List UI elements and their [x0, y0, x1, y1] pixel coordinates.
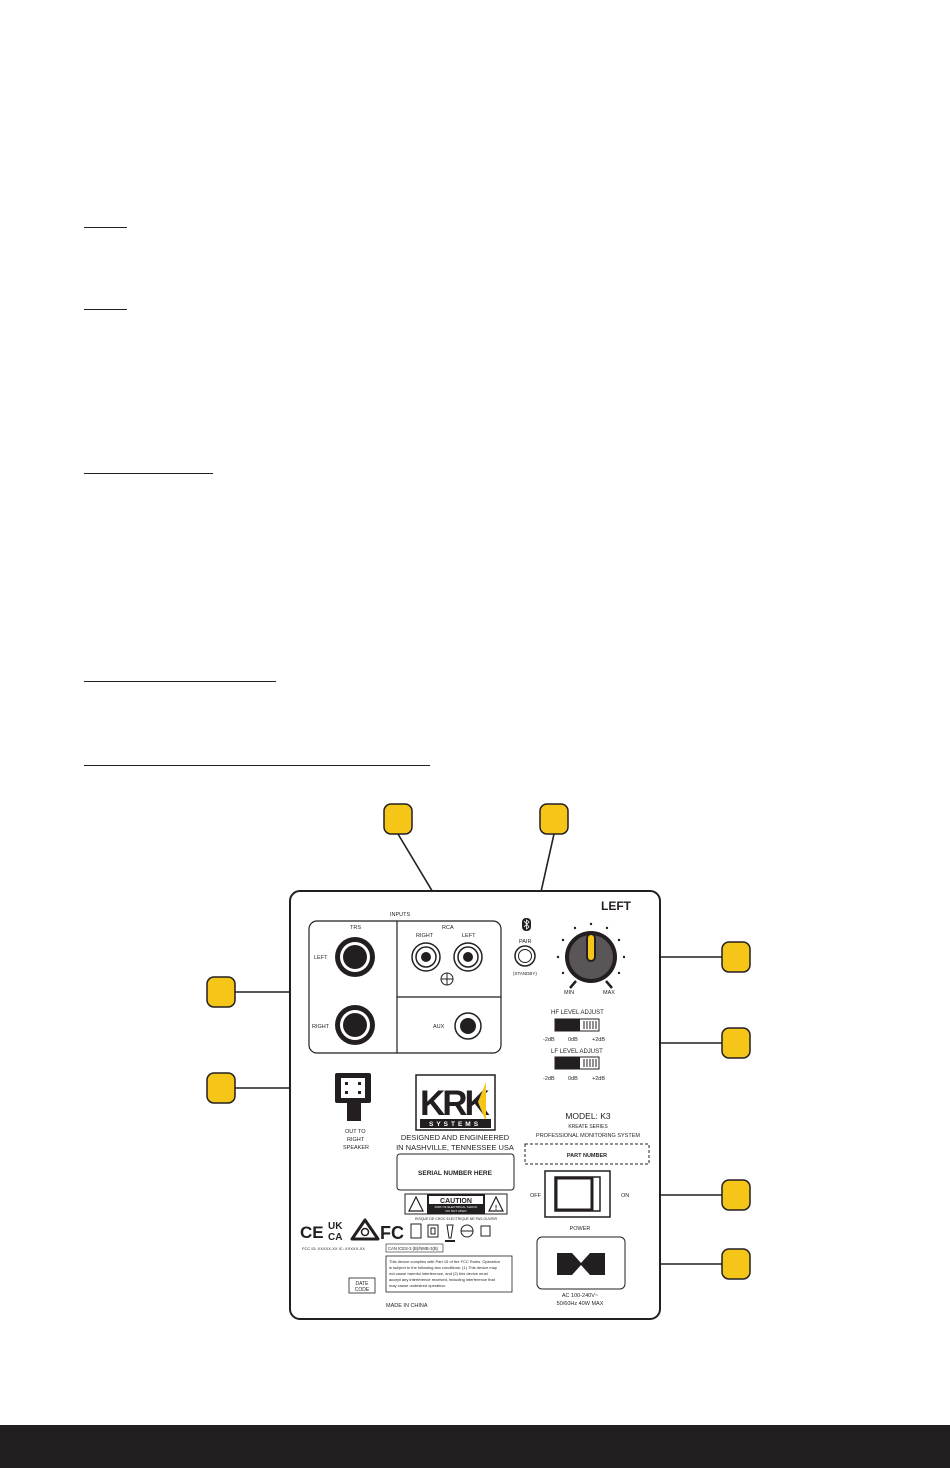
- section-rule-4: [84, 681, 276, 682]
- part-number: PART NUMBER: [567, 1153, 607, 1159]
- trs-label: TRS: [350, 925, 361, 931]
- rear-panel-diagram: LEFT INPUTS TRS RCA LEFT RIGHT RIGHT LEF…: [206, 803, 751, 1320]
- fcc-line: may cause undesired operation.: [389, 1283, 446, 1288]
- fcc-line: not cause harmful interference, and (2) …: [389, 1271, 489, 1276]
- knob-min-tick: [569, 980, 577, 989]
- serial-number: SERIAL NUMBER HERE: [418, 1170, 493, 1177]
- section-rule-2: [84, 309, 127, 310]
- lf-plus-label: +2dB: [592, 1076, 605, 1082]
- on-label: ON: [621, 1193, 629, 1199]
- ac-rating-line-2: 50/60Hz 40W MAX: [557, 1301, 604, 1307]
- knob-max-label: MAX: [603, 990, 615, 996]
- ukca-mark-top: UK: [328, 1221, 343, 1232]
- inputs-label: INPUTS: [390, 912, 411, 918]
- ce-mark: CE: [300, 1223, 324, 1242]
- standby-label: (STANDBY): [513, 971, 537, 976]
- callout-marker: [721, 1248, 751, 1280]
- caution-note: RISQUE DE CHOC ELECTRIQUE NE PAS OUVRIR: [415, 1217, 497, 1221]
- rca-right-jack: [411, 942, 441, 972]
- trs-right-jack: [335, 1005, 375, 1045]
- rca-left-label: LEFT: [462, 933, 476, 939]
- fcc-line: This device complies with Part 15 of the…: [389, 1259, 500, 1264]
- caution-label: !: [404, 1193, 508, 1215]
- date-code-box: [348, 1277, 376, 1294]
- caution-sub-2: DO NOT OPEN: [446, 1209, 467, 1213]
- fcc-line: is subject to the following two conditio…: [389, 1265, 497, 1270]
- bluetooth-icon: [522, 918, 531, 931]
- logo-systems-text: SYSTEMS: [429, 1121, 481, 1128]
- section-rule-5: [84, 765, 430, 766]
- callout-marker: [721, 1027, 751, 1059]
- knob-max-tick: [605, 980, 613, 989]
- trs-left-label: LEFT: [314, 955, 328, 961]
- part-number-box: [524, 1143, 650, 1165]
- designed-line-2: IN NASHVILLE, TENNESSEE USA: [396, 1143, 514, 1152]
- ukca-mark-bottom: CA: [328, 1232, 342, 1243]
- ac-power-inlet: [536, 1236, 626, 1290]
- can-ices-box: [385, 1243, 444, 1253]
- certification-icons: [410, 1223, 491, 1242]
- hf-level-switch: [554, 1018, 600, 1032]
- fcc-statement: This device complies with Part 15 of the…: [385, 1255, 513, 1293]
- power-switch: [544, 1170, 611, 1218]
- panel-side-label: LEFT: [601, 899, 632, 913]
- trs-right-label: RIGHT: [312, 1024, 330, 1030]
- out-label-line-2: RIGHT: [347, 1137, 365, 1143]
- fcc-line: accept any interference received, includ…: [389, 1277, 496, 1282]
- ground-icon: [440, 972, 454, 986]
- section-rule-1: [84, 227, 127, 228]
- callout-marker: [206, 976, 236, 1008]
- volume-scale-dots: [556, 922, 626, 975]
- fc-mark: FC: [380, 1223, 404, 1243]
- lf-zero-label: 0dB: [568, 1076, 578, 1082]
- ac-rating-line-1: AC 100-240V~: [562, 1293, 598, 1299]
- inputs-block: [308, 920, 502, 1054]
- fcc-id: FCC ID: XXXXX-XX IC: XXXXX-XX: [302, 1246, 365, 1251]
- callout-marker: [721, 1179, 751, 1211]
- speaker-out-connector: [335, 1073, 371, 1121]
- caution-sub-1: RISK OF ELECTRICAL SHOCK: [435, 1205, 478, 1209]
- hf-zero-label: 0dB: [568, 1037, 578, 1043]
- callout-marker: [206, 1072, 236, 1104]
- out-label-line-1: OUT TO: [345, 1129, 366, 1135]
- callout-marker: [383, 803, 413, 835]
- designed-line-1: DESIGNED AND ENGINEERED: [401, 1133, 510, 1142]
- made-in: MADE IN CHINA: [386, 1303, 428, 1309]
- rca-left-jack: [453, 942, 483, 972]
- lf-minus-label: -2dB: [543, 1076, 555, 1082]
- pair-button: [514, 945, 536, 967]
- callout-marker: [721, 941, 751, 973]
- knob-min-label: MIN: [564, 990, 574, 996]
- date-code-line-1: DATE: [356, 1281, 370, 1287]
- off-label: OFF: [530, 1193, 542, 1199]
- lf-level-label: LF LEVEL ADJUST: [551, 1049, 603, 1055]
- footer-bar: [0, 1425, 950, 1468]
- caution-title: CAUTION: [440, 1198, 472, 1205]
- out-label-line-3: SPEAKER: [343, 1145, 369, 1151]
- aux-label: AUX: [433, 1024, 445, 1030]
- hf-plus-label: +2dB: [592, 1037, 605, 1043]
- section-rule-3: [84, 473, 213, 474]
- callout-marker: [539, 803, 569, 835]
- model-label: MODEL: K3: [565, 1111, 611, 1121]
- hf-minus-label: -2dB: [543, 1037, 555, 1043]
- date-code-line-2: CODE: [355, 1287, 370, 1293]
- can-ices: CAN ICES-3 (B)/NMB-3(B): [388, 1246, 439, 1251]
- rcm-icon: [350, 1218, 380, 1241]
- serial-box: [396, 1153, 515, 1191]
- krk-logo: KRK SYSTEMS: [415, 1074, 496, 1131]
- volume-knob: [565, 931, 617, 983]
- rca-right-label: RIGHT: [416, 933, 434, 939]
- aux-jack: [454, 1012, 482, 1040]
- pair-label: PAIR: [519, 939, 531, 945]
- svg-text:!: !: [495, 1205, 497, 1212]
- system-label: PROFESSIONAL MONITORING SYSTEM: [536, 1133, 640, 1139]
- power-label: POWER: [570, 1226, 591, 1232]
- lf-level-switch: [554, 1056, 600, 1070]
- hf-level-label: HF LEVEL ADJUST: [551, 1010, 604, 1016]
- rca-label: RCA: [442, 925, 454, 931]
- trs-left-jack: [335, 937, 375, 977]
- series-label: KREATE SERIES: [568, 1124, 608, 1130]
